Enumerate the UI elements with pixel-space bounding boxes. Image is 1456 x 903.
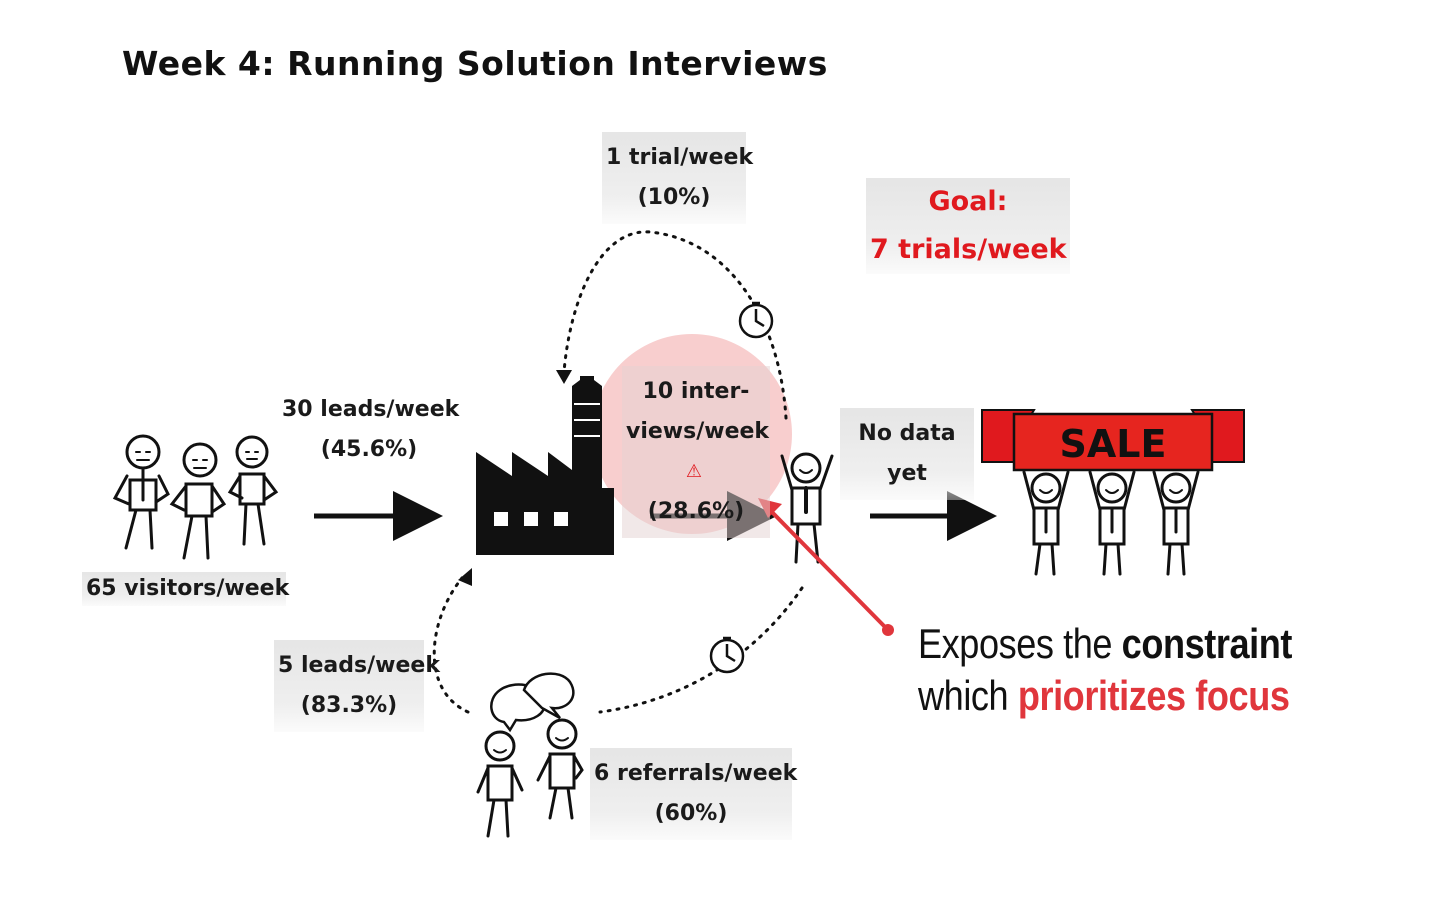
callout-constraint: constraint bbox=[1121, 620, 1293, 667]
referral-leads-rate: (83.3%) bbox=[300, 693, 398, 718]
interviews-label: 10 inter- views/week ⚠ (28.6%) bbox=[622, 366, 770, 538]
no-data-label: No data yet bbox=[840, 408, 974, 500]
referrals-value: 6 referrals/week bbox=[594, 761, 798, 786]
interviews-value-line1: 10 inter- bbox=[642, 379, 750, 404]
sale-banner-icon bbox=[981, 409, 1245, 472]
leads-value: 30 leads/week bbox=[282, 397, 460, 422]
interviewer-figure-icon bbox=[780, 452, 834, 564]
callout-pointer bbox=[764, 504, 890, 632]
page-title: Week 4: Running Solution Interviews bbox=[122, 44, 828, 83]
referrals-label: 6 referrals/week (60%) bbox=[590, 748, 798, 840]
referrals-rate: (60%) bbox=[654, 801, 728, 826]
warning-triangle-icon: ⚠ bbox=[685, 461, 703, 482]
trial-label: 1 trial/week (10%) bbox=[602, 132, 754, 224]
interviews-rate: (28.6%) bbox=[647, 499, 745, 524]
visitors-value: 65 visitors/week bbox=[86, 576, 290, 601]
visitors-group-icon bbox=[112, 434, 279, 560]
constraint-callout: Exposes the constraint which prioritizes… bbox=[918, 618, 1292, 722]
goal-heading: Goal: bbox=[928, 186, 1008, 217]
referral-leads-loop bbox=[432, 576, 470, 714]
stopwatch-icon bbox=[709, 636, 745, 674]
no-data-line2: yet bbox=[887, 461, 927, 486]
interviews-value-line2: views/week bbox=[626, 419, 770, 444]
callout-text-1: Exposes the bbox=[918, 620, 1122, 667]
referral-leads-value: 5 leads/week bbox=[278, 653, 440, 678]
callout-focus: prioritizes focus bbox=[1017, 672, 1290, 719]
sale-team-icon bbox=[1022, 470, 1200, 576]
trial-value: 1 trial/week bbox=[606, 145, 754, 170]
trial-feedback-loop bbox=[562, 230, 788, 420]
factory-icon bbox=[476, 376, 614, 555]
referrers-figures-icon bbox=[476, 718, 584, 838]
stopwatch-icon bbox=[738, 301, 774, 339]
referral-feedback-loop bbox=[598, 586, 804, 714]
callout-text-2: which bbox=[918, 672, 1018, 719]
visitors-label: 65 visitors/week bbox=[82, 572, 290, 606]
goal-value: 7 trials/week bbox=[870, 234, 1067, 265]
leads-rate: (45.6%) bbox=[320, 437, 418, 462]
leads-label: 30 leads/week (45.6%) bbox=[282, 390, 460, 470]
referrers-group-icon bbox=[490, 672, 575, 733]
goal-label: Goal: 7 trials/week bbox=[866, 178, 1070, 274]
sale-banner-text: SALE bbox=[1059, 422, 1167, 466]
referral-leads-label: 5 leads/week (83.3%) bbox=[274, 640, 440, 732]
no-data-line1: No data bbox=[858, 421, 956, 446]
trial-rate: (10%) bbox=[637, 185, 711, 210]
